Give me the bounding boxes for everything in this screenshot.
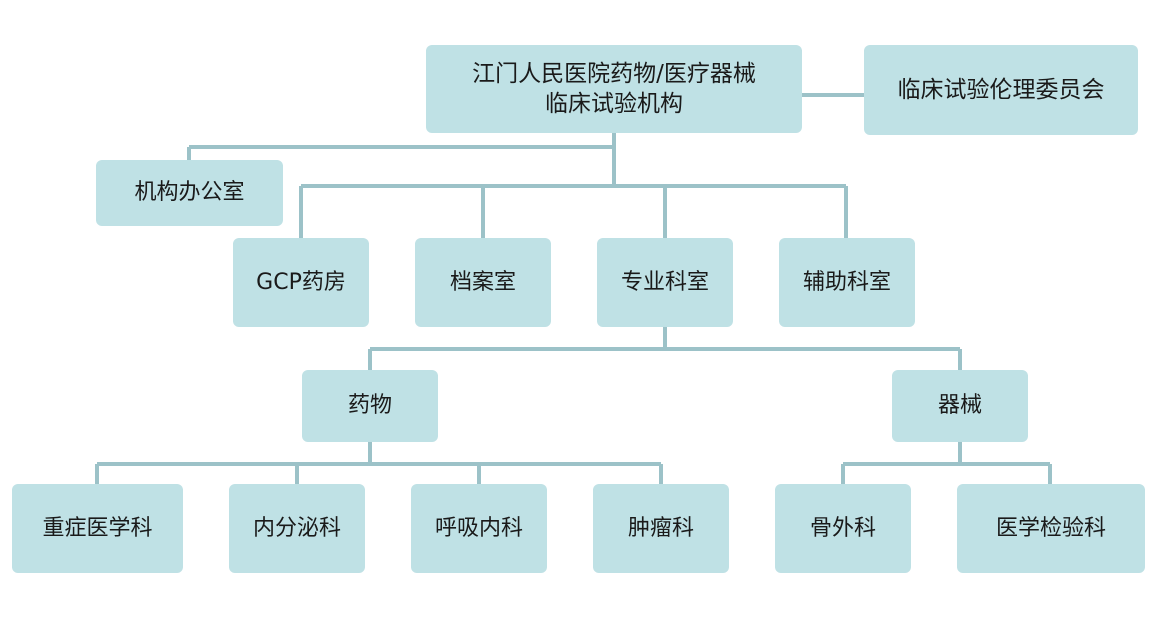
node-drug: 药物 xyxy=(302,370,438,442)
node-auxiliary-dept: 辅助科室 xyxy=(779,238,915,327)
node-orthopedics: 骨外科 xyxy=(775,484,911,573)
node-oncology: 肿瘤科 xyxy=(593,484,729,573)
node-lab-medicine: 医学检验科 xyxy=(957,484,1145,573)
node-ethics-committee: 临床试验伦理委员会 xyxy=(864,45,1138,135)
node-respiratory: 呼吸内科 xyxy=(411,484,547,573)
node-archive: 档案室 xyxy=(415,238,551,327)
node-office: 机构办公室 xyxy=(96,160,283,226)
node-endocrinology: 内分泌科 xyxy=(229,484,365,573)
node-root: 江门人民医院药物/医疗器械 临床试验机构 xyxy=(426,45,802,133)
node-device: 器械 xyxy=(892,370,1028,442)
node-specialty-dept: 专业科室 xyxy=(597,238,733,327)
node-gcp-pharmacy: GCP药房 xyxy=(233,238,369,327)
node-icu: 重症医学科 xyxy=(12,484,183,573)
